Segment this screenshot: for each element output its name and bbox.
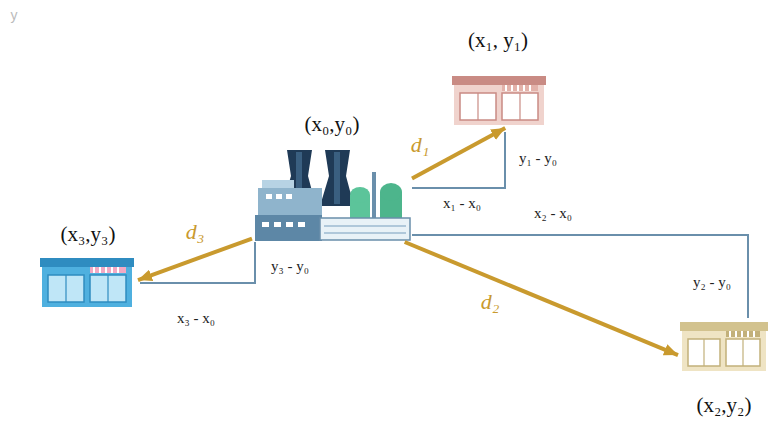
distance-arrow <box>138 239 252 281</box>
dimension-label: y₂ - y₀ <box>693 274 731 291</box>
dimension-label: y₁ - y₀ <box>519 150 557 167</box>
coordinate-label: (x₁, y₁) <box>466 28 530 53</box>
shop-node: (x₂,y₂) <box>678 318 770 418</box>
distance-label: d₃ <box>184 220 207 244</box>
coordinate-label: (x₃,y₃) <box>59 222 118 247</box>
shop-icon <box>680 322 768 371</box>
shop-icon <box>40 258 134 307</box>
distance-arrow <box>405 242 678 355</box>
shop-icon <box>452 76 546 125</box>
factory-icon <box>255 150 410 241</box>
shop-node: (x₁, y₁) <box>448 28 548 128</box>
dimension-label: x₃ - x₀ <box>177 310 215 327</box>
dimension-label: x₂ - x₀ <box>534 205 572 222</box>
distance-label: d₂ <box>479 290 502 314</box>
dimension-label: x₁ - x₀ <box>443 195 481 212</box>
dimension-label: y₃ - y₀ <box>271 258 309 275</box>
factory-node: (x₀,y₀) <box>252 112 412 242</box>
axis-label: y <box>11 8 18 23</box>
coordinate-label: (x₀,y₀) <box>303 112 362 137</box>
coordinate-label: (x₂,y₂) <box>695 393 754 418</box>
distance-label: d₁ <box>409 133 432 157</box>
shop-node: (x₃,y₃) <box>38 222 138 312</box>
